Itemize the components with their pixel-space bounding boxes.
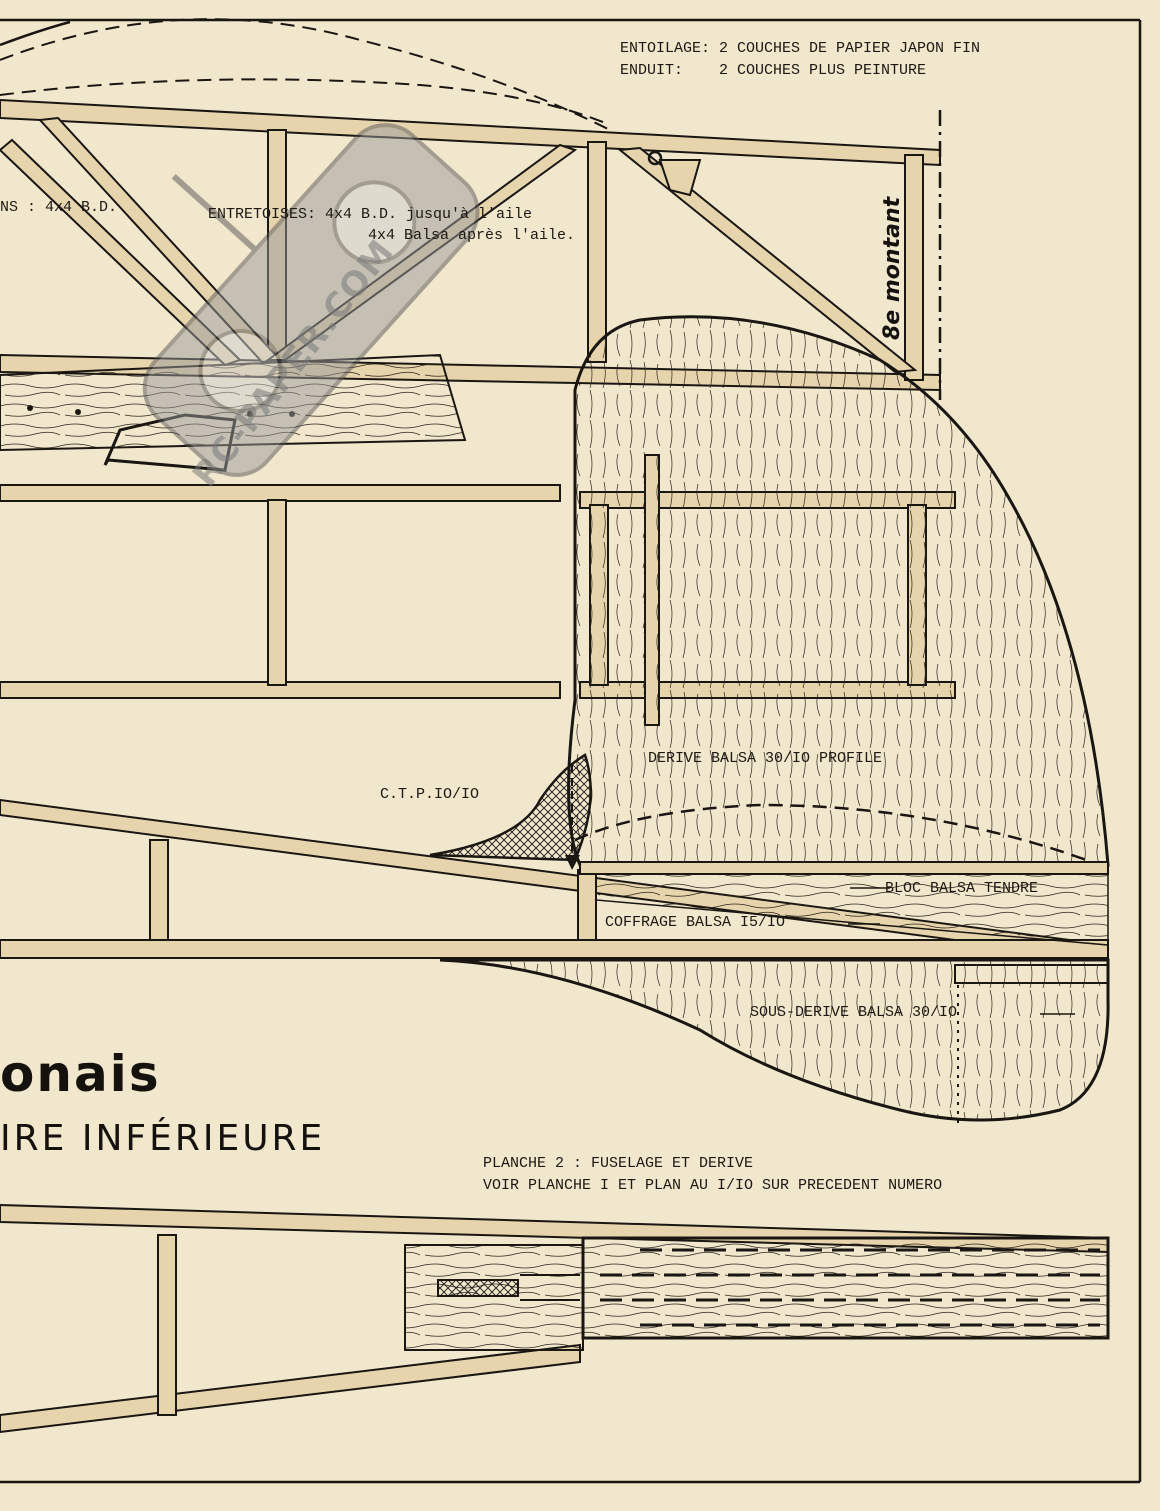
view-subtitle: IRE INFÉRIEURE [0,1118,326,1159]
ventral-fin [439,958,1110,1125]
leader-lines [848,887,1075,1015]
watermark-badge [142,123,480,477]
longerons-label: NS : 4x4 B.D. [0,199,118,216]
lower-longerons [0,798,1109,962]
fin-label: DERIVE BALSA 30/IO PROFILE [648,750,883,767]
fin-outline [567,315,1110,867]
sheet-caption: PLANCHE 2 : FUSELAGE ET DERIVE [483,1155,754,1172]
soft-block-label: BLOC BALSA TENDRE [885,880,1039,897]
plywood-label: C.T.P.IO/IO [380,786,480,803]
dope-note: ENDUIT: 2 COUCHES PLUS PEINTURE [620,62,927,79]
wing-outline [0,18,611,131]
ventral-fin-label: SOUS-DERIVE BALSA 30/IO [750,1004,958,1021]
frame-border [0,18,1142,1484]
sheet-reference: VOIR PLANCHE I ET PLAN AU I/IO SUR PRECE… [483,1177,943,1194]
covering-note: ENTOILAGE: 2 COUCHES DE PAPIER JAPON FIN [620,40,981,57]
bottom-view [0,1203,1110,1434]
ctp-gusset [429,753,592,870]
sheeting-label: COFFRAGE BALSA I5/IO [605,914,786,931]
station-label: 8e montant [880,196,905,340]
model-name: onais [0,1045,161,1103]
spacers-label: ENTRETOISES: 4x4 B.D. jusqu'à l'aile [208,206,533,223]
spacers-label-2: 4x4 Balsa après l'aile. [368,227,576,244]
